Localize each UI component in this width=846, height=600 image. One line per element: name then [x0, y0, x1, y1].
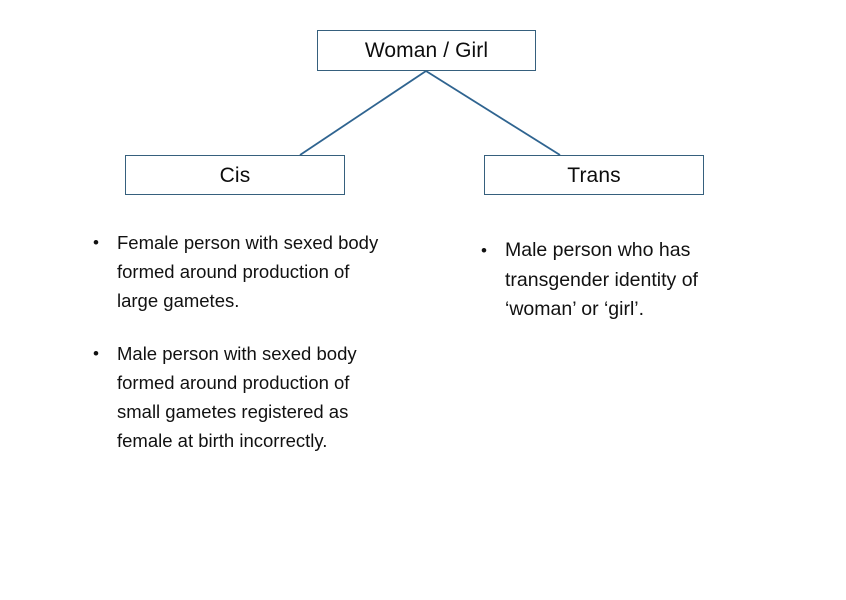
bullet-text: Female person with sexed body formed aro… — [117, 232, 379, 311]
bullet-point-icon: • — [93, 344, 99, 363]
list-item: • Male person with sexed body formed aro… — [88, 339, 388, 455]
bullet-point-icon: • — [481, 241, 487, 260]
node-box-trans[interactable]: Trans — [484, 155, 704, 195]
list-item: • Female person with sexed body formed a… — [88, 228, 388, 315]
bullet-text: Male person with sexed body formed aroun… — [117, 343, 357, 451]
connector-root-to-cis — [299, 70, 427, 156]
list-item: • Male person who has transgender identi… — [476, 236, 724, 325]
bullet-point-icon: • — [93, 233, 99, 252]
bullet-list-trans: • Male person who has transgender identi… — [476, 236, 724, 325]
node-label-cis: Cis — [219, 163, 251, 187]
node-label-trans: Trans — [567, 163, 621, 187]
bullet-list-cis: • Female person with sexed body formed a… — [88, 228, 388, 455]
node-box-root[interactable]: Woman / Girl — [317, 30, 536, 71]
bullet-text: Male person who has transgender identity… — [505, 239, 698, 320]
node-box-cis[interactable]: Cis — [125, 155, 345, 195]
node-label-root: Woman / Girl — [364, 39, 489, 62]
connector-root-to-trans — [425, 70, 561, 156]
